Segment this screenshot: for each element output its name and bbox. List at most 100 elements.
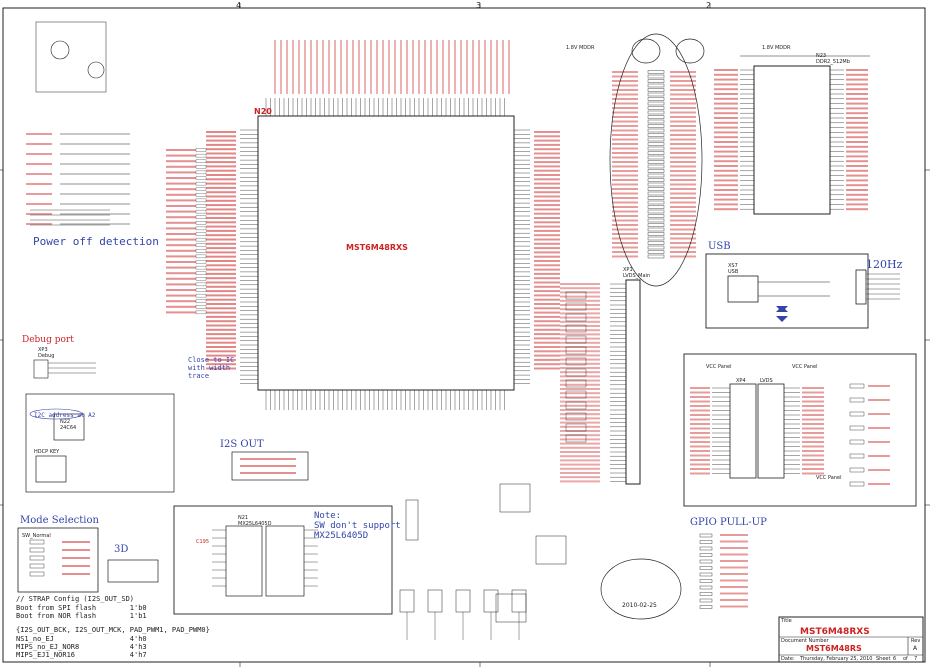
resistor-network	[565, 346, 587, 355]
debug-conn-part: Debug	[38, 353, 55, 359]
net-label	[502, 40, 504, 94]
resistor-network	[565, 291, 587, 300]
resistor-network	[647, 146, 665, 151]
net-label	[670, 192, 696, 195]
resistor	[849, 453, 865, 459]
net-label	[670, 98, 696, 100]
net-label	[166, 272, 196, 275]
net-label	[534, 346, 560, 348]
net-label	[690, 436, 710, 439]
lvds-connector-body	[625, 279, 641, 485]
net-label	[166, 261, 196, 263]
net-label	[846, 117, 868, 119]
debug-port-label: Debug port	[22, 335, 74, 345]
net-label	[206, 281, 236, 284]
supply-rail-label: 1.8V MDDR	[762, 45, 791, 51]
net-label	[534, 191, 560, 194]
lvds-conn-part: LVDS_Main	[623, 273, 651, 279]
net-label	[560, 367, 600, 369]
net-label	[670, 147, 696, 150]
net-label	[206, 328, 236, 331]
hdcp-body	[35, 455, 67, 483]
net-label	[560, 446, 600, 449]
net-label	[206, 143, 236, 146]
net-label	[670, 165, 696, 168]
net-label	[560, 451, 600, 453]
net-label	[206, 174, 236, 176]
net-label	[670, 80, 696, 82]
net-label	[670, 237, 696, 240]
resistor	[195, 153, 207, 158]
net-label	[364, 40, 366, 94]
net-label	[868, 385, 890, 387]
net-label	[560, 295, 600, 298]
net-label	[868, 441, 890, 443]
net-label	[534, 255, 560, 258]
net-label	[206, 156, 236, 159]
net-label	[534, 195, 560, 198]
net-label	[436, 40, 438, 94]
net-label	[206, 346, 236, 348]
net-label	[382, 40, 384, 94]
net-label	[612, 224, 638, 226]
net-label	[166, 188, 196, 191]
resistor-network	[647, 196, 665, 200]
net-label	[714, 117, 738, 119]
net-label	[206, 290, 236, 293]
net-label	[560, 388, 600, 390]
resistor-network	[647, 106, 665, 110]
net-label	[328, 40, 330, 94]
net-label	[534, 204, 560, 207]
net-label	[670, 134, 696, 136]
net-label	[388, 40, 390, 94]
resistor-network	[647, 151, 665, 155]
usb-block-frame	[705, 253, 869, 329]
resistor-network	[565, 423, 587, 432]
net-label	[534, 268, 560, 271]
highlight-ellipse	[600, 558, 682, 620]
resistor	[699, 566, 713, 570]
resistor	[195, 221, 207, 225]
net-label	[846, 78, 868, 81]
net-label	[560, 438, 600, 441]
net-label	[612, 116, 638, 118]
net-label	[310, 40, 312, 94]
resistor-network	[647, 88, 665, 92]
net-label	[418, 40, 420, 94]
net-label	[560, 459, 600, 462]
net-label	[714, 145, 738, 148]
net-label	[612, 134, 638, 136]
hz120-label: 120Hz	[866, 258, 903, 271]
net-label	[534, 303, 560, 305]
net-label	[690, 454, 710, 457]
resistor	[195, 198, 207, 203]
net-label	[534, 367, 560, 370]
net-label	[690, 459, 710, 461]
esd-diode	[776, 306, 788, 312]
net-label	[206, 358, 236, 361]
frame-zone-label: 4	[236, 1, 242, 10]
resistor	[849, 425, 865, 431]
title-block-rev: A	[913, 645, 918, 652]
net-label	[496, 40, 498, 94]
net-label	[206, 225, 236, 228]
flash-chip-left	[225, 525, 263, 597]
net-label	[612, 89, 638, 91]
resistor	[195, 209, 207, 214]
net-label	[690, 423, 710, 425]
net-label	[670, 201, 696, 204]
resistor-network	[647, 169, 665, 173]
title-block-date-label: Date:	[781, 656, 795, 662]
net-label	[206, 264, 236, 267]
net-label	[690, 396, 710, 398]
resistor-network	[647, 164, 665, 169]
title-block-date: Thursday, February 25, 2010	[800, 656, 873, 662]
net-label	[714, 184, 738, 187]
regulator-body	[455, 589, 471, 613]
net-label	[714, 97, 738, 100]
panel-block-frame	[683, 353, 917, 507]
net-label	[560, 480, 600, 483]
resistor-network	[565, 401, 587, 410]
net-label	[166, 227, 196, 230]
net-label	[714, 150, 738, 153]
